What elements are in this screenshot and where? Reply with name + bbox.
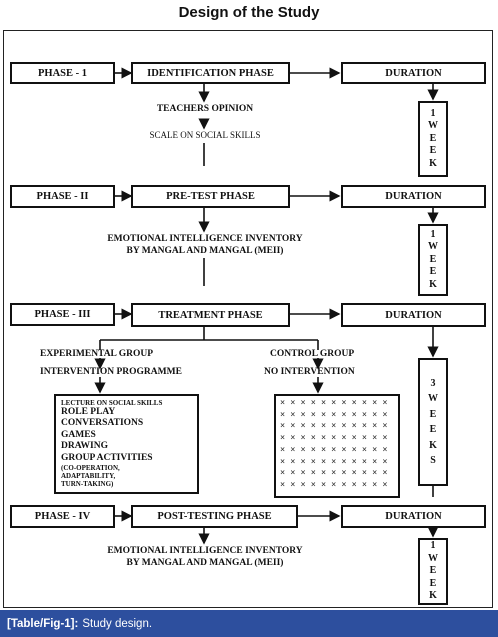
duration-2-letter: E [429,266,437,278]
post-testing-phase-box: POST-TESTING PHASE [131,505,298,528]
duration-3-letter: W [428,393,438,404]
posttest-inventory-line2: BY MANGAL AND MANGAL (MEII) [126,558,284,568]
control-group-label: CONTROL GROUP [270,349,355,359]
duration-3-box: DURATION [341,303,486,327]
duration-3-letter: S [430,455,436,466]
caption-text: Study design. [82,617,153,630]
activity-item: LECTURE ON SOCIAL SKILLS [61,399,163,407]
duration-1-box: DURATION [341,62,486,84]
diagram-frame [3,30,493,608]
teachers-opinion-label: TEACHERS OPINION [156,104,254,114]
activity-item: ADAPTABILITY, [61,471,116,480]
duration-2-letter: W [428,241,438,253]
duration-4-letter: 1 [430,540,436,552]
phase-4-box: PHASE - IV [10,505,115,528]
duration-1-letter: K [429,157,437,169]
intervention-programme-label: INTERVENTION PROGRAMME [40,367,182,377]
diagram-title: Design of the Study [178,4,320,21]
no-intervention-label: NO INTERVENTION [264,367,355,377]
duration-1-letter: E [429,132,437,144]
phase-1-box: PHASE - 1 [10,62,115,84]
duration-3-weeks-box: 3 W E E K S [418,358,448,486]
intervention-activities-box: LECTURE ON SOCIAL SKILLS ROLE PLAY CONVE… [54,394,199,494]
duration-3-letter: E [429,408,437,420]
duration-4-letter: K [429,590,437,602]
duration-1-week-box: 1 W E E K [418,101,448,177]
duration-2-box: DURATION [341,185,486,208]
activity-item: GROUP ACTIVITIES [61,452,153,463]
posttest-inventory-line1: EMOTIONAL INTELLIGENCE INVENTORY [107,546,303,556]
activity-item: TURN-TAKING) [61,479,114,488]
activity-item: (CO-OPERATION, [61,463,120,472]
pre-test-phase-box: PRE-TEST PHASE [131,185,290,208]
activity-item: CONVERSATIONS [61,418,144,429]
phase-3-box: PHASE - III [10,303,115,326]
duration-4-letter: W [428,552,438,564]
scale-social-skills-label: SCALE ON SOCIAL SKILLS [149,130,261,140]
duration-3-letter: K [429,439,437,451]
duration-4-box: DURATION [341,505,486,528]
duration-1-letter: W [428,120,438,132]
connector-lines [94,67,439,545]
duration-2-week-box: 1 W E E K [418,224,448,296]
pretest-inventory-line1: EMOTIONAL INTELLIGENCE INVENTORY [107,234,303,244]
pretest-inventory-line2: BY MANGAL AND MANGAL (MEII) [126,246,284,256]
duration-1-letter: 1 [430,107,436,119]
duration-2-letter: K [429,278,437,290]
duration-4-week-box: 1 W E E K [418,538,448,605]
treatment-phase-box: TREATMENT PHASE [131,303,290,327]
duration-2-letter: E [429,253,437,265]
duration-4-letter: E [429,565,437,577]
identification-phase-box: IDENTIFICATION PHASE [131,62,290,84]
figure-caption: [Table/Fig-1]: Study design. [0,610,498,637]
phase-2-box: PHASE - II [10,185,115,208]
caption-label: [Table/Fig-1]: [7,617,79,630]
activity-item: GAMES [61,429,96,440]
control-no-intervention-grid: × × × × × × × × × × × × × × × × × × × × … [274,394,400,498]
duration-4-letter: E [429,577,437,589]
duration-1-letter: E [429,145,437,157]
activity-item: ROLE PLAY [61,407,116,417]
duration-2-letter: 1 [430,228,436,240]
duration-3-letter: 3 [430,377,436,389]
experimental-group-label: EXPERIMENTAL GROUP [40,349,154,359]
duration-3-letter: E [429,424,437,435]
activity-item: DRAWING [61,441,108,452]
